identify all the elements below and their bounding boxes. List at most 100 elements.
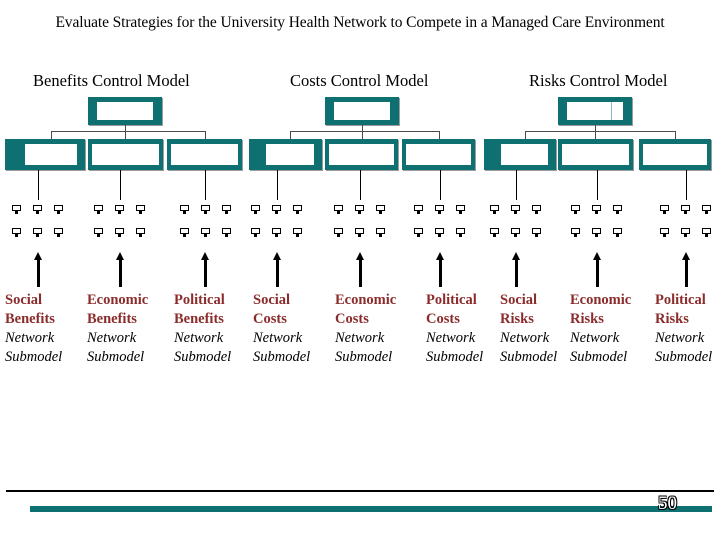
node-square-icon-foot bbox=[595, 234, 598, 237]
leaf-label-line-4: Submodel bbox=[87, 349, 145, 365]
node-glyph-cluster-1-2 bbox=[414, 205, 469, 237]
leaf-label-line-1: Political bbox=[655, 292, 706, 308]
node-square-icon-foot bbox=[57, 211, 60, 214]
leaf-label-line-4: Submodel bbox=[426, 349, 484, 365]
criteria-box-0-1[interactable] bbox=[88, 139, 163, 170]
criteria-drop-2-1 bbox=[675, 131, 676, 139]
control-stem-1 bbox=[362, 125, 363, 139]
control-model-box-2[interactable] bbox=[558, 97, 632, 125]
node-square-icon-foot bbox=[254, 211, 257, 214]
leaf-label-line-2: Risks bbox=[655, 311, 689, 327]
up-arrow-head bbox=[436, 252, 444, 260]
node-square-icon bbox=[414, 228, 423, 237]
node-square-icon-foot bbox=[15, 234, 18, 237]
node-square-icon-body bbox=[613, 228, 622, 234]
criteria-box-0-0[interactable] bbox=[5, 139, 85, 170]
node-square-icon bbox=[293, 228, 302, 237]
node-square-icon bbox=[33, 228, 42, 237]
criteria-box-2-0[interactable] bbox=[484, 139, 556, 170]
node-square-icon-body bbox=[681, 228, 690, 234]
node-glyph-cluster-2-0 bbox=[490, 205, 545, 237]
node-square-icon-foot bbox=[705, 211, 708, 214]
node-square-icon-body bbox=[456, 205, 465, 211]
criteria-box-2-1[interactable] bbox=[558, 139, 633, 170]
criteria-box-1-0[interactable] bbox=[249, 139, 322, 170]
leaf-label-line-3: Network bbox=[426, 330, 476, 346]
criteria-box-2-2[interactable] bbox=[639, 139, 711, 170]
node-square-icon bbox=[293, 205, 302, 214]
node-square-icon-body bbox=[511, 205, 520, 211]
node-square-icon-body bbox=[33, 228, 42, 234]
node-square-icon bbox=[136, 228, 145, 237]
node-square-icon-body bbox=[532, 228, 541, 234]
node-square-icon bbox=[376, 228, 385, 237]
criteria-box-inner-2-0 bbox=[501, 144, 548, 165]
node-square-icon-foot bbox=[36, 211, 39, 214]
criteria-drop-0-0 bbox=[51, 131, 52, 139]
node-square-icon bbox=[334, 228, 343, 237]
leaf-stem-1-2 bbox=[440, 170, 441, 200]
up-arrow-shaft bbox=[119, 258, 122, 287]
node-square-icon-foot bbox=[118, 234, 121, 237]
node-square-icon-body bbox=[490, 228, 499, 234]
up-arrow-shaft bbox=[439, 258, 442, 287]
leaf-stem-1-1 bbox=[360, 170, 361, 200]
criteria-bus-0 bbox=[51, 131, 205, 132]
node-square-icon-body bbox=[33, 205, 42, 211]
node-square-icon-foot bbox=[275, 234, 278, 237]
node-square-icon-foot bbox=[438, 234, 441, 237]
leaf-label-line-2: Costs bbox=[253, 311, 287, 327]
node-square-icon-foot bbox=[616, 211, 619, 214]
leaf-label-line-3: Network bbox=[87, 330, 137, 346]
node-square-icon-foot bbox=[616, 234, 619, 237]
criteria-box-inner-0-2 bbox=[171, 144, 238, 165]
leaf-label-line-3: Network bbox=[5, 330, 55, 346]
node-square-icon-body bbox=[293, 205, 302, 211]
criteria-box-inner-2-1 bbox=[562, 144, 629, 165]
leaf-label-line-1: Economic bbox=[335, 292, 397, 308]
node-square-icon bbox=[613, 228, 622, 237]
leaf-label-line-3: Network bbox=[655, 330, 705, 346]
node-square-icon bbox=[222, 228, 231, 237]
node-square-icon bbox=[180, 228, 189, 237]
control-model-box-0[interactable] bbox=[88, 97, 162, 125]
node-square-icon-body bbox=[136, 205, 145, 211]
up-arrow-icon bbox=[116, 252, 125, 287]
node-square-icon-foot bbox=[15, 211, 18, 214]
node-square-icon-foot bbox=[493, 234, 496, 237]
up-arrow-head bbox=[34, 252, 42, 260]
node-glyph-cluster-2-1 bbox=[571, 205, 626, 237]
node-square-icon-body bbox=[94, 205, 103, 211]
node-square-icon-body bbox=[571, 205, 580, 211]
leaf-label-line-4: Submodel bbox=[655, 349, 713, 365]
leaf-label-line-1: Social bbox=[5, 292, 43, 308]
node-square-icon bbox=[571, 228, 580, 237]
node-square-icon bbox=[12, 228, 21, 237]
leaf-stem-2-2 bbox=[686, 170, 687, 200]
node-square-icon-foot bbox=[535, 234, 538, 237]
up-arrow-icon bbox=[436, 252, 445, 287]
criteria-box-0-2[interactable] bbox=[167, 139, 242, 170]
node-square-icon-foot bbox=[204, 234, 207, 237]
leaf-stem-0-0 bbox=[38, 170, 39, 200]
up-arrow-head bbox=[512, 252, 520, 260]
node-square-icon bbox=[251, 228, 260, 237]
criteria-drop-1-1 bbox=[439, 131, 440, 139]
criteria-box-1-1[interactable] bbox=[325, 139, 398, 170]
node-square-icon bbox=[571, 205, 580, 214]
node-glyph-cluster-0-1 bbox=[94, 205, 149, 237]
node-square-icon-foot bbox=[225, 211, 228, 214]
criteria-box-1-2[interactable] bbox=[402, 139, 475, 170]
node-square-icon-foot bbox=[139, 234, 142, 237]
node-square-icon-body bbox=[511, 228, 520, 234]
leaf-label-line-2: Benefits bbox=[5, 311, 55, 327]
control-model-box-1[interactable] bbox=[325, 97, 399, 125]
node-square-icon-foot bbox=[337, 211, 340, 214]
